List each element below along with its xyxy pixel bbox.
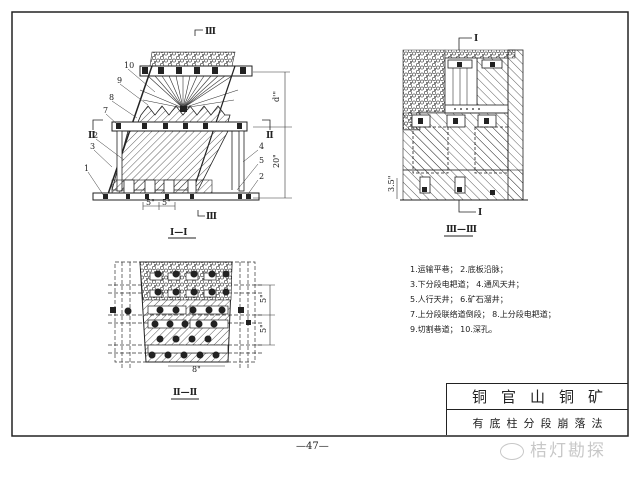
watermark: 桔灯勘探 (500, 436, 606, 461)
cut-mark-ii-right: Ⅱ (266, 131, 274, 141)
cut-mark-i-bottom: Ⅰ (478, 208, 482, 218)
dim-lower: 20" (272, 154, 281, 168)
mine-name: 铜官山铜矿 (447, 384, 628, 410)
cut-mark-ii-left: Ⅱ (88, 131, 96, 141)
section-3-3-title: Ⅲ—Ⅲ (446, 225, 477, 235)
title-block: 铜官山铜矿 有底柱分段崩落法 (446, 383, 628, 435)
sheet-border (11, 11, 629, 437)
part-label-3: 3 (90, 142, 95, 151)
legend-item: 7.上分段联络道倒段； 8.上分段电耙道； (410, 310, 556, 319)
part-label-8: 8 (109, 93, 114, 102)
part-label-7: 7 (103, 106, 108, 115)
cut-mark-iii-top: Ⅲ (205, 27, 216, 37)
legend-item: 9.切割巷道； 10.深孔。 (410, 325, 497, 334)
part-label-1: 1 (84, 164, 89, 173)
section-1-1-drawing: d'" 20" 5" 5" Ⅲ Ⅲ Ⅱ Ⅱ 10 9 8 7 2 3 1 4 5… (84, 27, 292, 239)
section-2-2-title: Ⅱ—Ⅱ (173, 388, 198, 398)
legend-item: 3.下分段电耙道； 4.通风天井； (410, 280, 524, 289)
part-label-9: 9 (117, 76, 122, 85)
dim-ii-lower: 5" (259, 324, 268, 333)
part-label-5: 5 (259, 156, 264, 165)
part-label-2: 2 (93, 131, 98, 140)
dim-5a: 5" (146, 198, 155, 207)
section-1-1-title: Ⅰ—Ⅰ (170, 228, 187, 238)
part-label-2-right: 2 (259, 172, 264, 181)
part-label-4: 4 (259, 142, 264, 151)
cut-mark-iii-bottom: Ⅲ (206, 212, 217, 222)
method-name: 有底柱分段崩落法 (472, 416, 609, 430)
legend: 1.运输平巷； 2.底板沿脉； 3.下分段电耙道； 4.通风天井； 5.人行天井… (410, 262, 610, 337)
section-3-3-drawing: 3.5" Ⅰ Ⅰ Ⅲ—Ⅲ (387, 34, 528, 237)
legend-item: 5.人行天井； 6.矿石溜井； (410, 295, 508, 304)
page-number: —47— (296, 441, 329, 452)
section-2-2-drawing: 5" 5" 8" Ⅱ—Ⅱ (108, 261, 275, 400)
dim-3-5: 3.5" (387, 176, 396, 192)
legend-item: 1.运输平巷； 2.底板沿脉； (410, 265, 508, 274)
chat-bubble-icon (500, 442, 524, 460)
dim-5b: 5" (162, 198, 171, 207)
dim-ii-bottom: 8" (192, 365, 201, 374)
part-label-10: 10 (124, 61, 134, 70)
cut-mark-i-top: Ⅰ (474, 34, 478, 44)
dim-upper: d'" (272, 91, 281, 102)
dim-ii-upper: 5" (259, 294, 268, 303)
watermark-text: 桔灯勘探 (530, 441, 606, 461)
